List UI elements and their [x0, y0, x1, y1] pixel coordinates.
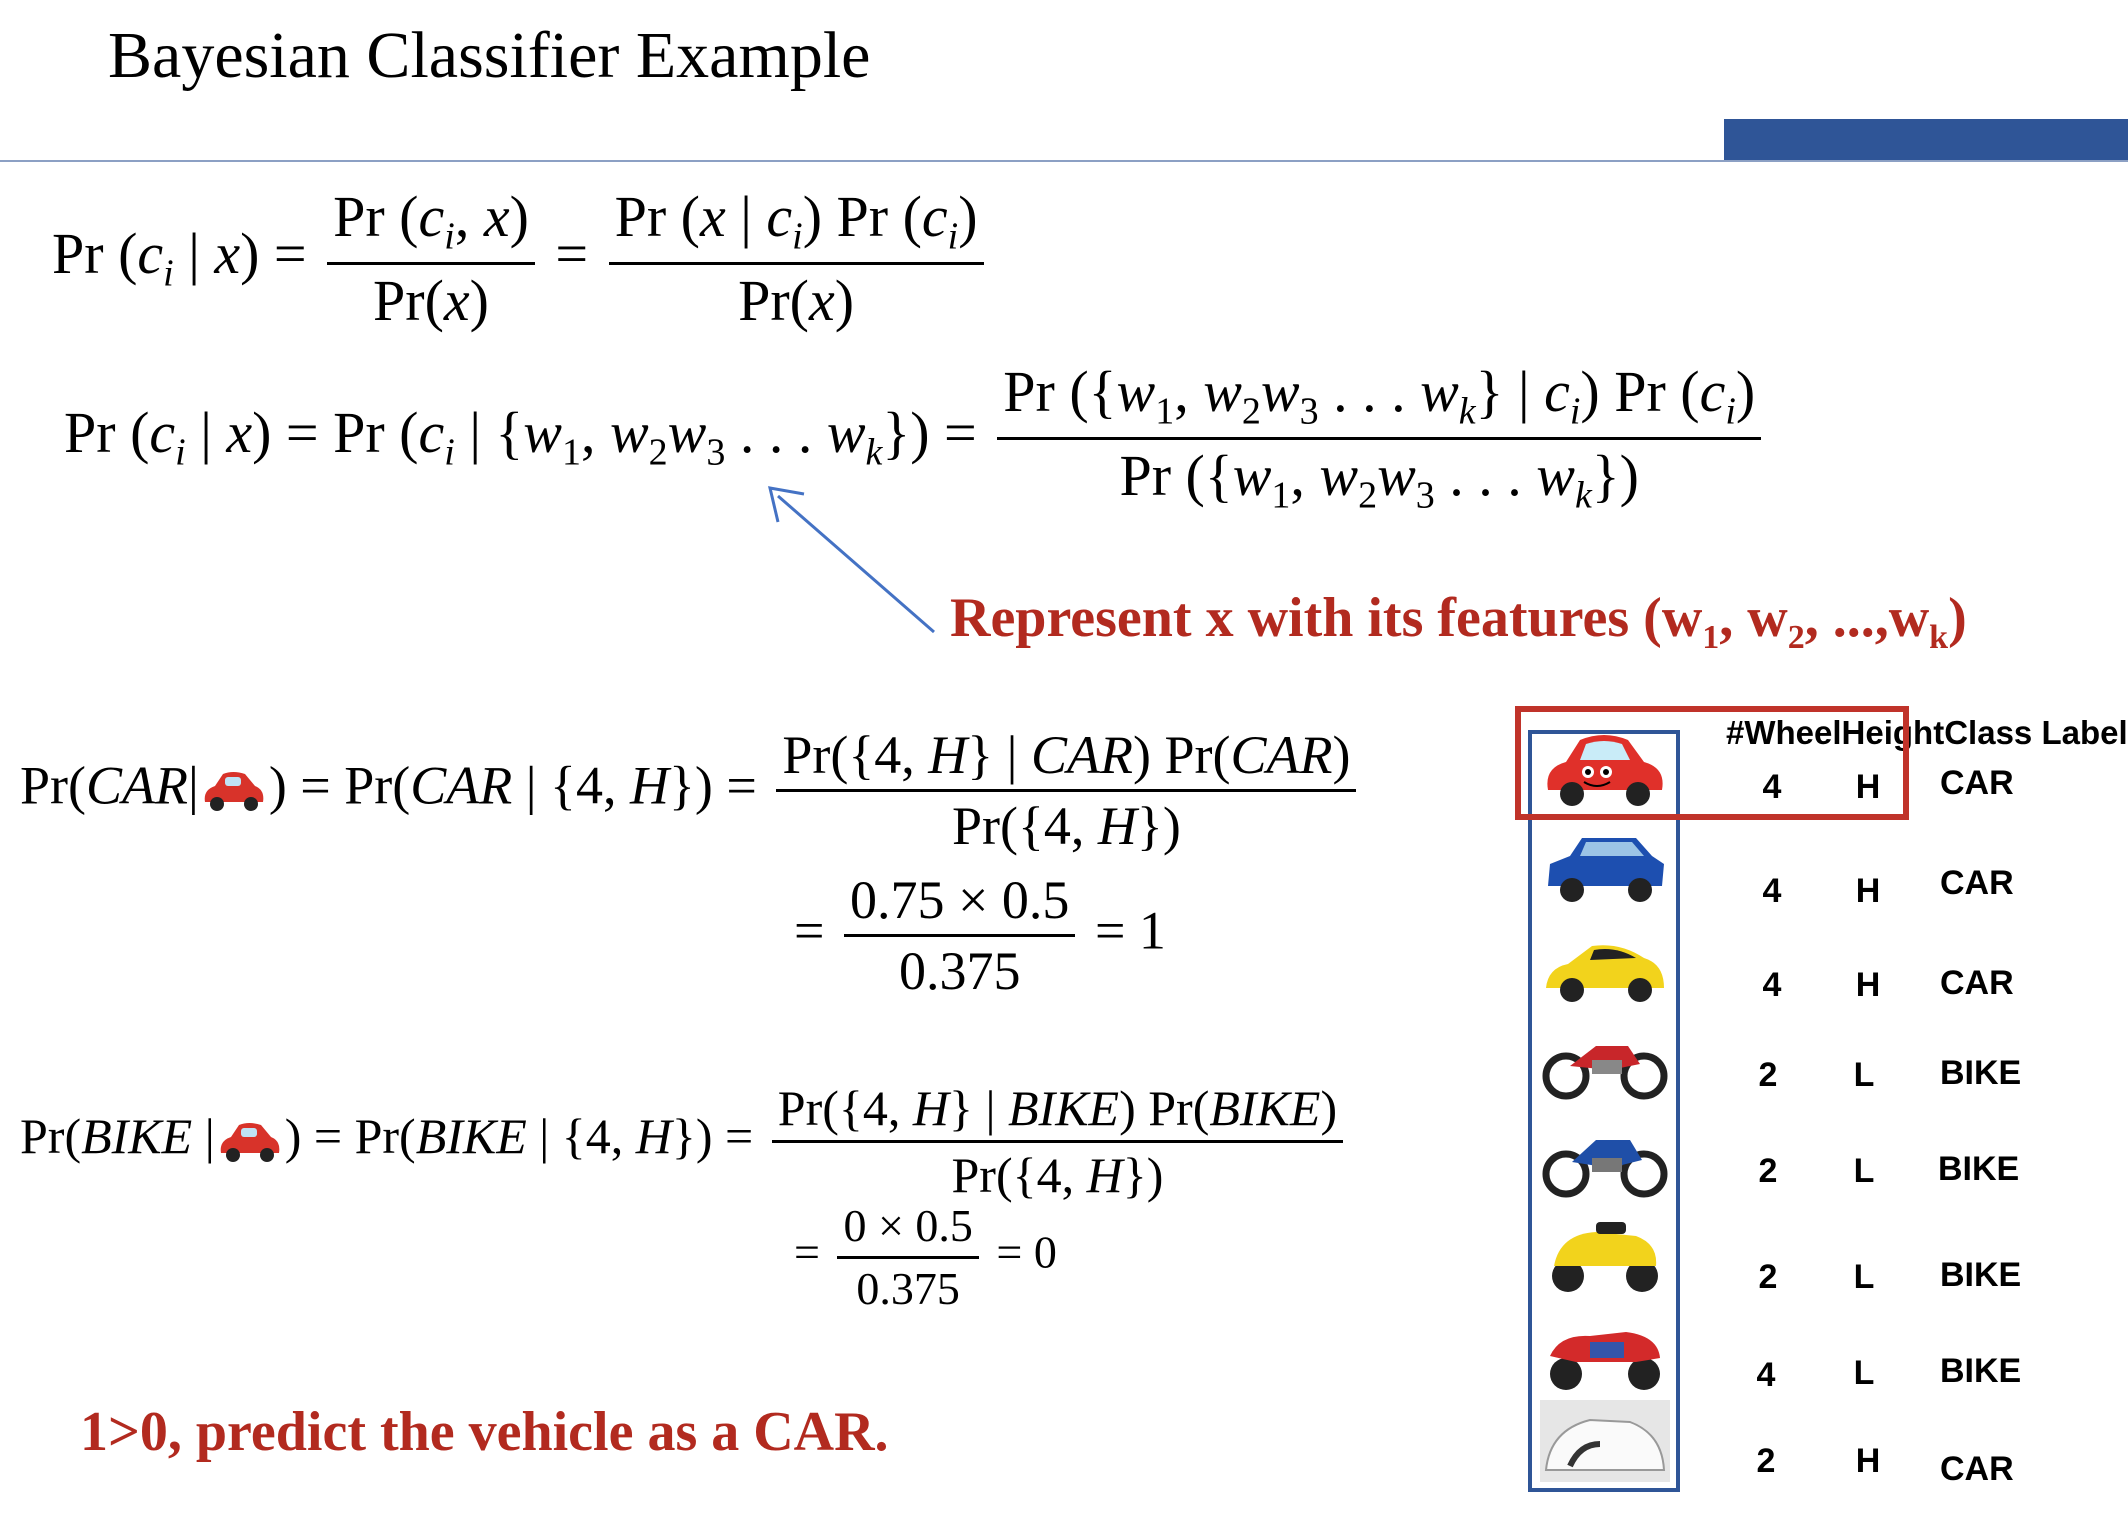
row-2-height: H	[1855, 872, 1881, 910]
feature-arrow-icon	[768, 486, 935, 634]
blue-suv-icon	[1548, 838, 1664, 902]
row-2-wheels: 4	[1762, 872, 1782, 910]
header-wheels: #Wheel	[1726, 714, 1842, 751]
red-motorcycle-icon	[1542, 1046, 1668, 1100]
row-5-height: L	[1853, 1152, 1875, 1190]
row-6-height: L	[1853, 1258, 1875, 1296]
table-header: #WheelHeightClass Label	[1726, 714, 2128, 752]
red-quad-bike-icon	[1550, 1332, 1660, 1390]
row-1-label: CAR	[1940, 764, 2014, 802]
header-accent-bar	[1724, 119, 2128, 161]
row-4-height: L	[1853, 1056, 1875, 1094]
feature-annotation: Represent x with its features (w1, w2, .…	[950, 587, 1967, 657]
row-3-label: CAR	[1940, 964, 2014, 1002]
car-posterior-equation: Pr(CAR|) = Pr(CAR | {4, H}) = Pr({4, H} …	[20, 725, 1362, 857]
vehicle-image-column	[1528, 730, 1680, 1492]
red-car-icon	[199, 768, 269, 814]
row-8-label: CAR	[1940, 1450, 2014, 1488]
row-7-height: L	[1853, 1354, 1875, 1392]
row-4-wheels: 2	[1758, 1056, 1778, 1094]
row-1-height: H	[1855, 768, 1881, 806]
row-3-height: H	[1855, 966, 1881, 1004]
red-cartoon-car-icon	[1547, 735, 1663, 806]
bayes-equation-1: Pr (ci | x) = Pr (ci, x)Pr(x) = Pr (x | …	[52, 184, 990, 334]
row-8-wheels: 2	[1756, 1442, 1776, 1480]
row-7-wheels: 4	[1756, 1356, 1776, 1394]
bike-posterior-equation: Pr(BIKE |) = Pr(BIKE | {4, H}) = Pr({4, …	[20, 1080, 1349, 1203]
conclusion-text: 1>0, predict the vehicle as a CAR.	[80, 1401, 889, 1463]
row-2-label: CAR	[1940, 864, 2014, 902]
row-7-label: BIKE	[1940, 1352, 2022, 1390]
blue-motorcycle-icon	[1542, 1140, 1668, 1198]
row-3-wheels: 4	[1762, 966, 1782, 1004]
white-car-icon	[1540, 1400, 1670, 1482]
bayes-equation-2: Pr (ci | x) = Pr (ci | {w1, w2w3 . . . w…	[64, 359, 1767, 517]
row-8-height: H	[1855, 1442, 1881, 1480]
query-highlight-box	[1515, 706, 1909, 820]
page-title: Bayesian Classifier Example	[108, 19, 871, 92]
header-height: Height	[1841, 714, 1945, 751]
row-6-label: BIKE	[1940, 1256, 2022, 1294]
header-rule	[0, 160, 2128, 162]
row-6-wheels: 2	[1758, 1258, 1778, 1296]
red-car-icon	[215, 1119, 285, 1165]
row-1-wheels: 4	[1762, 768, 1782, 806]
yellow-toy-bike-icon	[1552, 1222, 1658, 1292]
header-class-label: Class Label	[1944, 714, 2128, 751]
yellow-sports-car-icon	[1546, 945, 1664, 1002]
row-4-label: BIKE	[1940, 1054, 2022, 1092]
row-5-label: BIKE	[1938, 1150, 2020, 1188]
row-5-wheels: 2	[1758, 1152, 1778, 1190]
